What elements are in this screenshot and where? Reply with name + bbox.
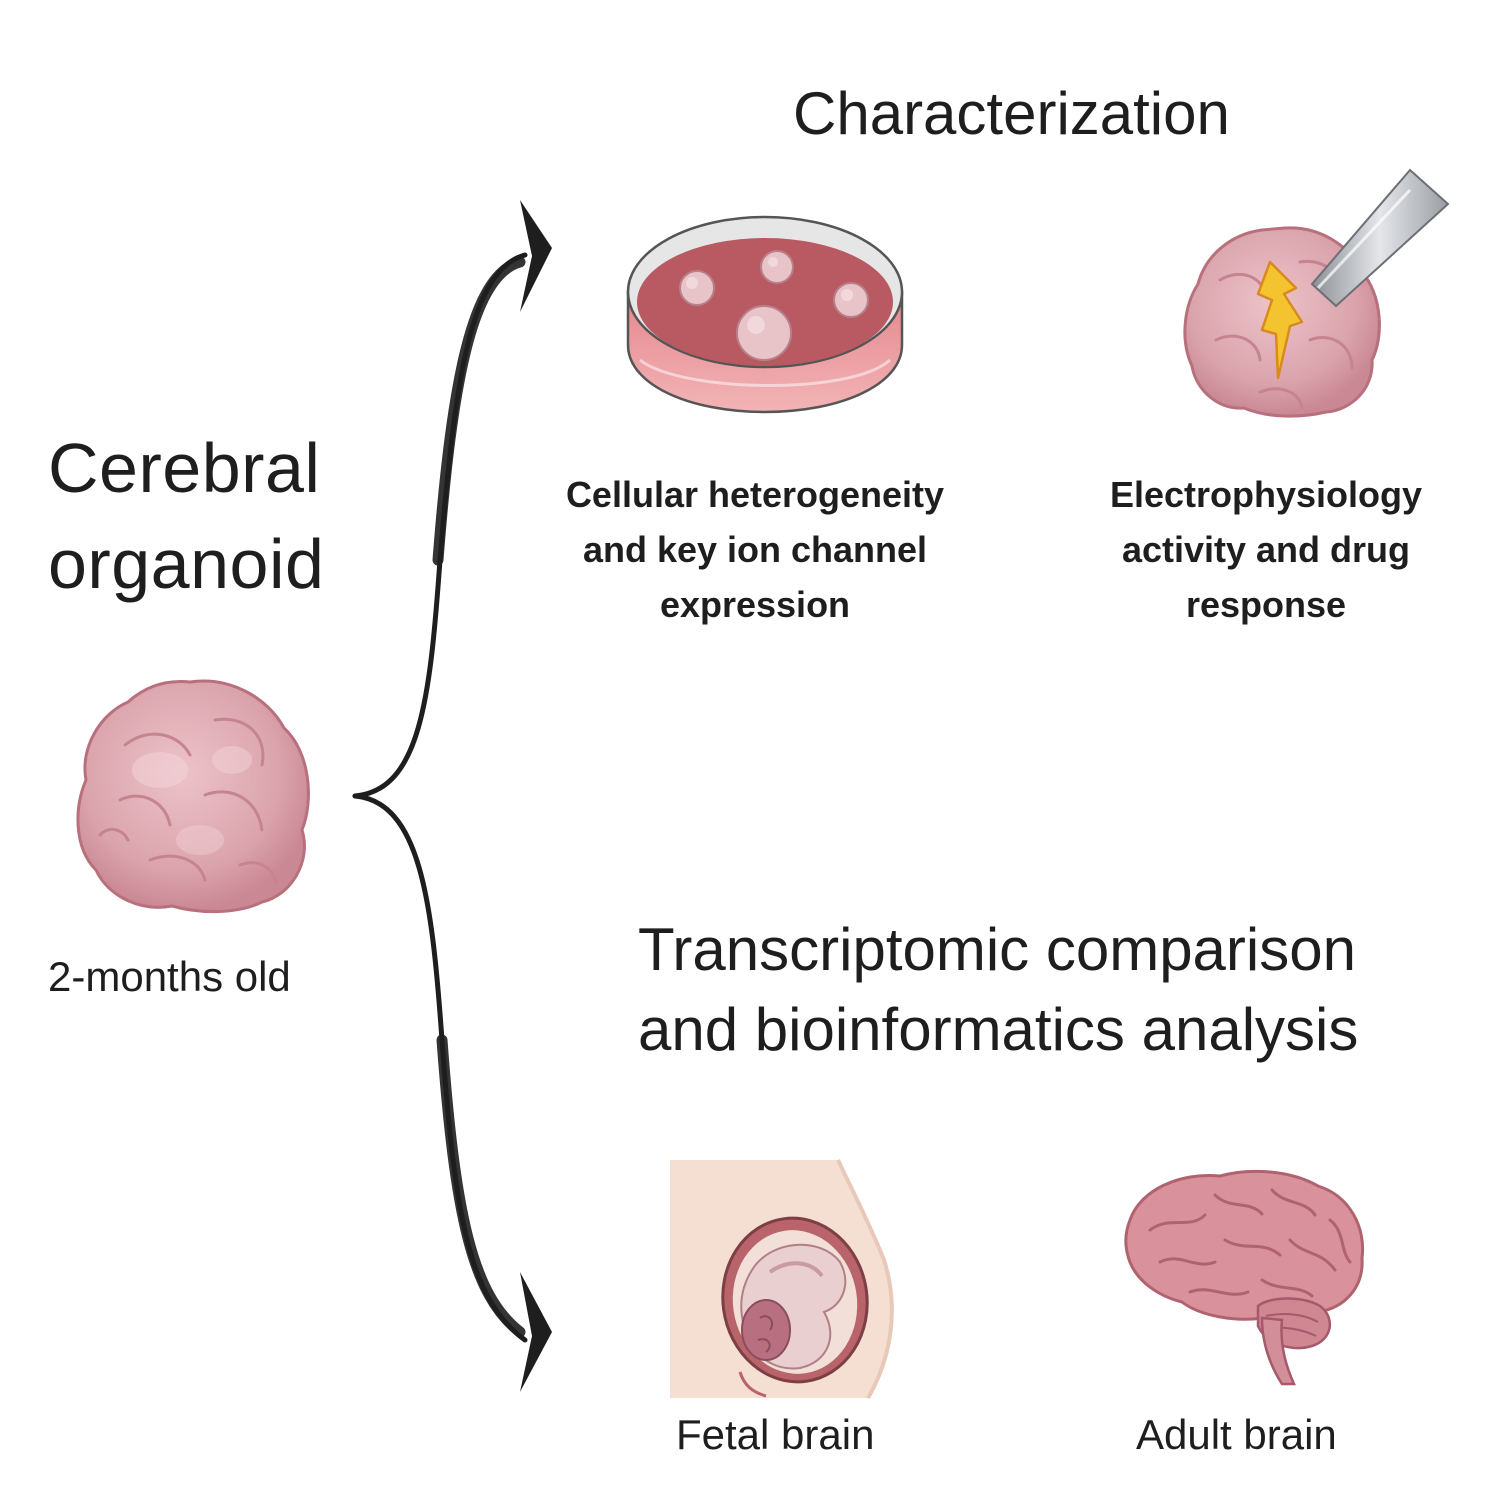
- characterization-heading: Characterization: [793, 80, 1230, 147]
- organoid-age-label: 2-months old: [48, 953, 291, 1000]
- lightning-bolt-icon: [1256, 260, 1304, 380]
- transcriptomic-heading: Transcriptomic comparison and bioinforma…: [638, 910, 1358, 1070]
- upper-arrowhead: [520, 200, 552, 312]
- transcriptomic-heading-line-2: and bioinformatics analysis: [638, 996, 1359, 1063]
- transcriptomic-heading-line-1: Transcriptomic comparison: [638, 916, 1356, 983]
- electrophysiology-illustration: [1183, 168, 1450, 418]
- lower-arrowhead: [520, 1272, 552, 1392]
- organoid-title-line-1: Cerebral: [48, 429, 321, 507]
- petri-dish-illustration: [626, 215, 904, 414]
- organoid-title-line-2: organoid: [48, 525, 325, 603]
- branch-arrows: [352, 252, 528, 1343]
- fetal-brain-label: Fetal brain: [676, 1411, 875, 1458]
- electrophysiology-caption: Electrophysiology activity and drug resp…: [1109, 474, 1423, 625]
- recording-probe: [1310, 168, 1450, 308]
- fetal-brain-illustration: [670, 1159, 894, 1400]
- cellular-heterogeneity-caption: Cellular heterogeneity and key ion chann…: [565, 474, 945, 625]
- adult-brain-label: Adult brain: [1136, 1411, 1337, 1458]
- cerebral-organoid-illustration: [76, 679, 310, 914]
- organoid-title: Cerebral organoid: [48, 420, 324, 612]
- adult-brain-illustration: [1124, 1169, 1365, 1386]
